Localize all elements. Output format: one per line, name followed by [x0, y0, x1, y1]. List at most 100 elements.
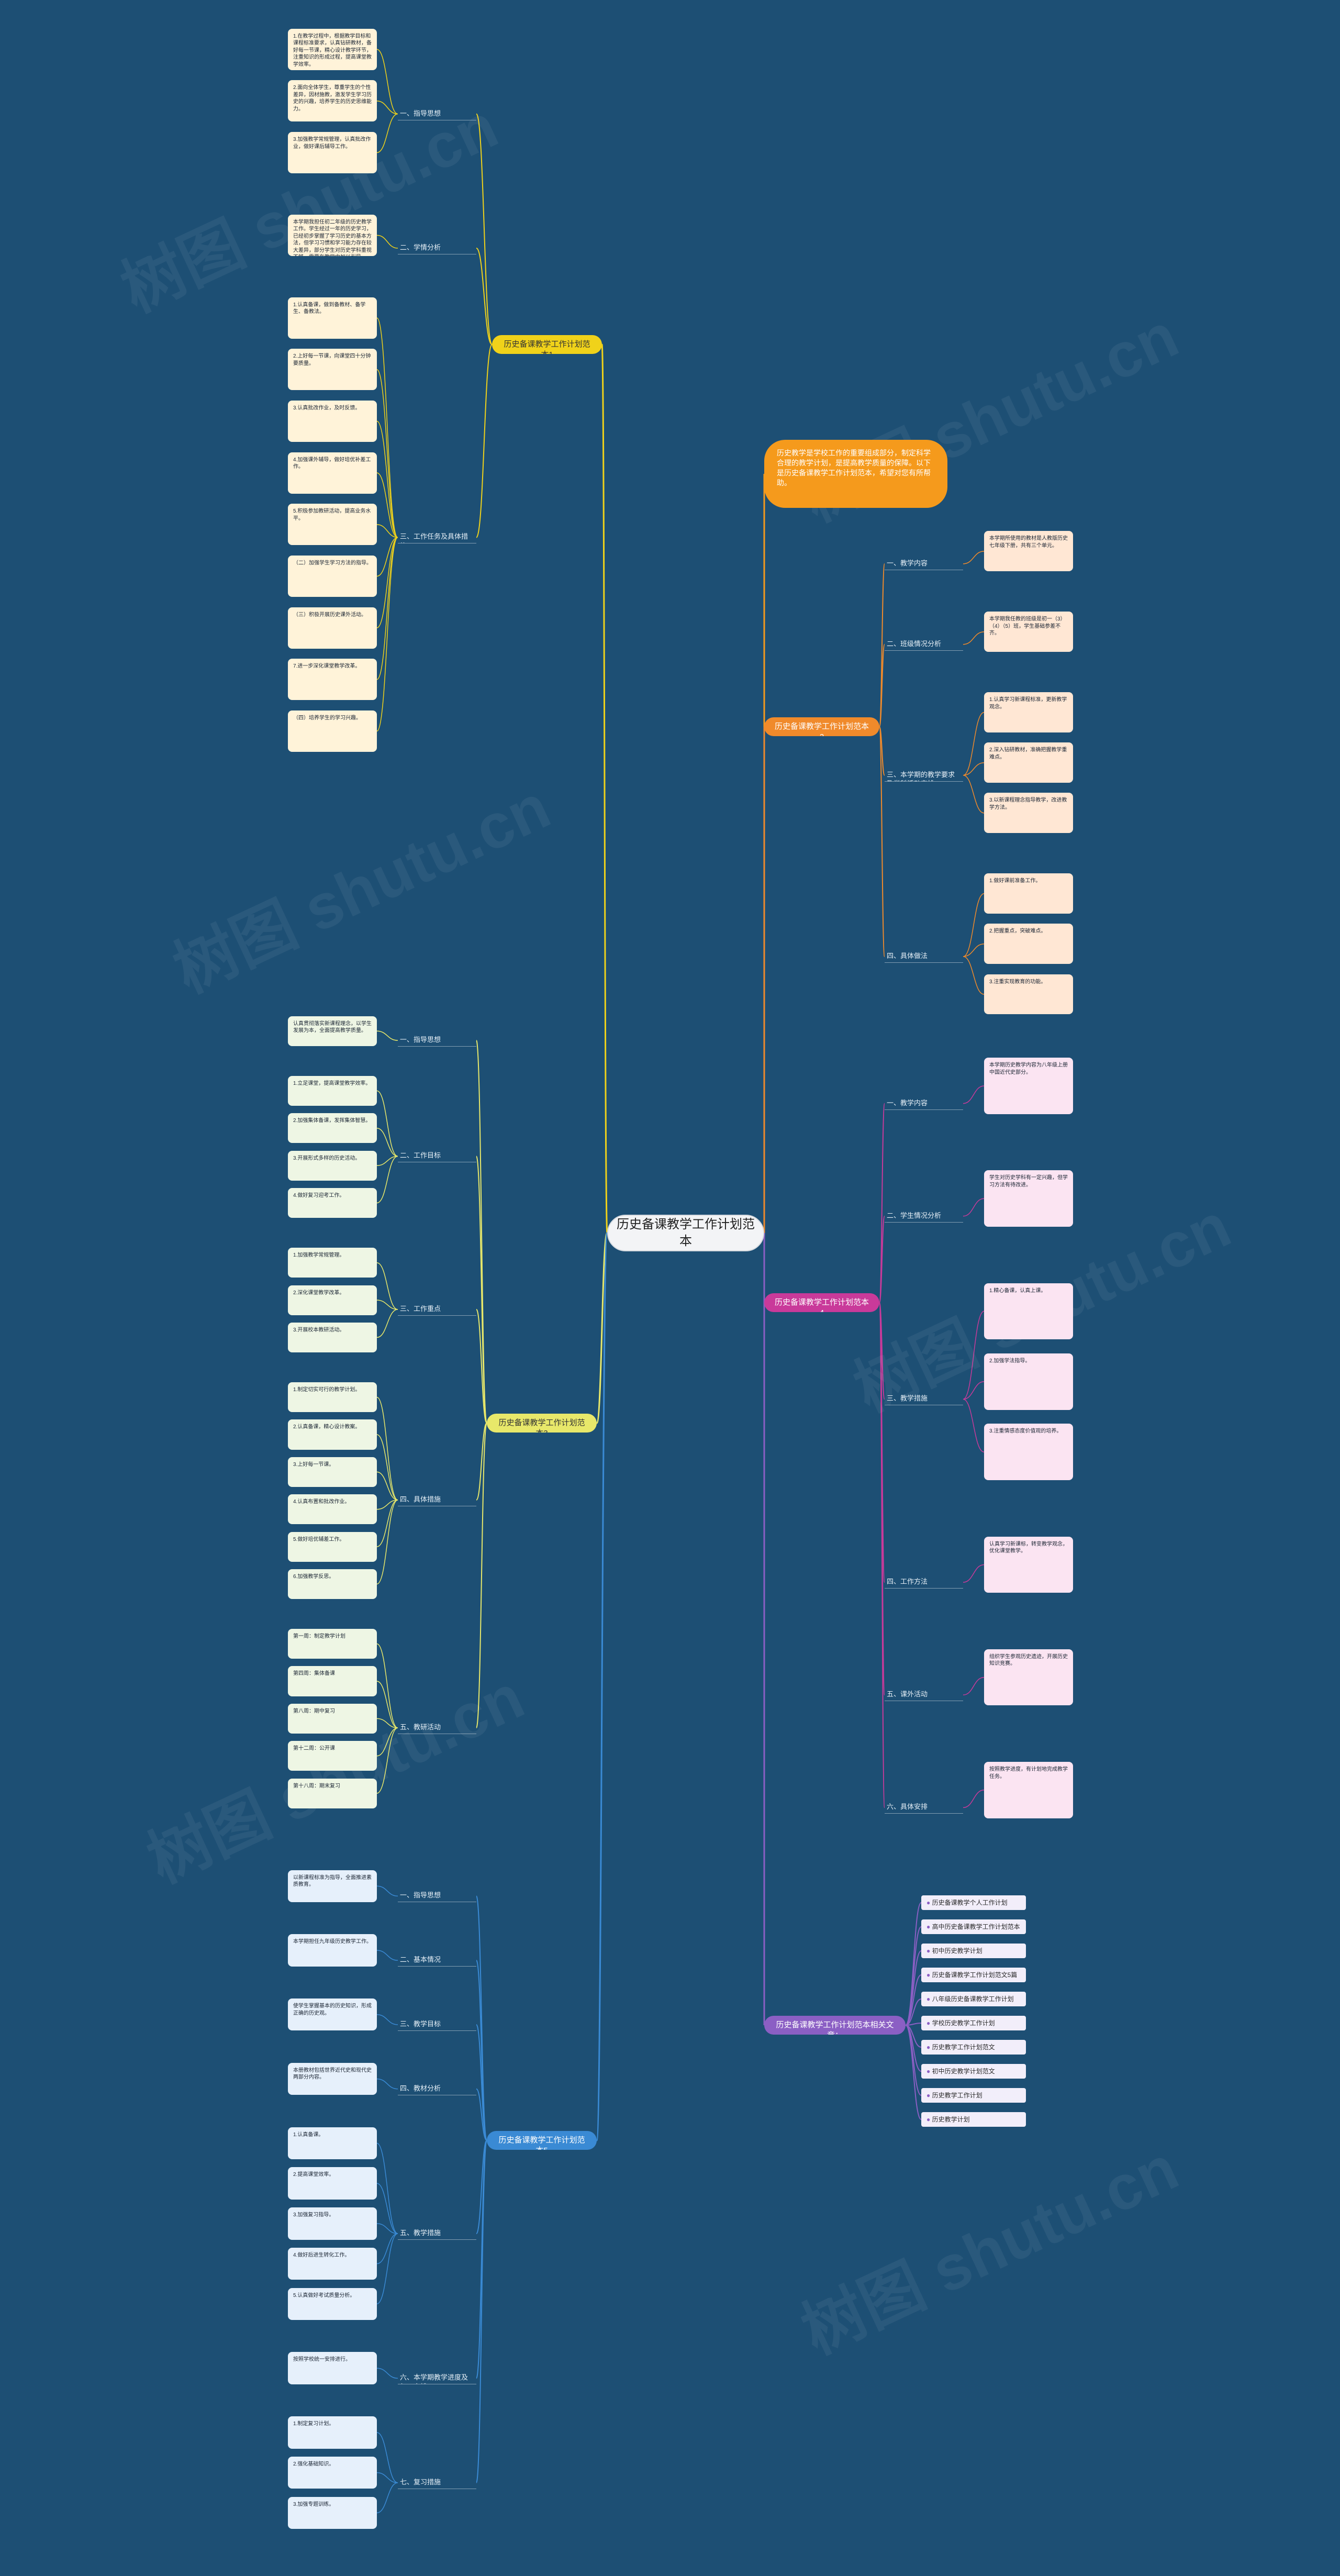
content-card[interactable]: 3.开展校本教研活动。 — [288, 1322, 377, 1352]
content-card[interactable]: 1.加强教学常规管理。 — [288, 1248, 377, 1278]
group-label[interactable]: 四、具体做法 — [885, 950, 963, 963]
content-card[interactable]: 1.认真学习新课程标准，更新教学观念。 — [984, 692, 1073, 733]
content-card[interactable]: （四）培养学生的学习兴趣。 — [288, 710, 377, 752]
content-card[interactable]: 2.强化基础知识。 — [288, 2456, 377, 2489]
content-card[interactable]: 以新课程标准为指导，全面推进素质教育。 — [288, 1870, 377, 1902]
group-label[interactable]: 二、学情分析 — [398, 242, 476, 255]
content-card[interactable]: 认真贯彻落实新课程理念，以学生发展为本，全面提高教学质量。 — [288, 1016, 377, 1046]
content-card[interactable]: 第四周：集体备课 — [288, 1666, 377, 1696]
content-card[interactable]: 2.深化课堂教学改革。 — [288, 1285, 377, 1315]
content-card[interactable]: 3.上好每一节课。 — [288, 1457, 377, 1487]
content-card[interactable]: 2.加强学法指导。 — [984, 1353, 1073, 1410]
group-label[interactable]: 三、教学措施 — [885, 1393, 963, 1406]
related-article-link[interactable]: 历史教学工作计划范文 — [921, 2040, 1026, 2055]
group-label[interactable]: 五、课外活动 — [885, 1689, 963, 1702]
content-card[interactable]: 按照教学进度，有计划地完成教学任务。 — [984, 1762, 1073, 1818]
content-card[interactable]: 第八周：期中复习 — [288, 1703, 377, 1734]
content-card[interactable]: 4.做好复习迎考工作。 — [288, 1187, 377, 1218]
content-card[interactable]: 4.加强课外辅导，做好培优补差工作。 — [288, 452, 377, 494]
content-card[interactable]: 1.精心备课，认真上课。 — [984, 1283, 1073, 1340]
content-card[interactable]: 1.立足课堂，提高课堂教学效率。 — [288, 1075, 377, 1106]
group-label[interactable]: 一、教学内容 — [885, 558, 963, 570]
content-card[interactable]: 7.进一步深化课堂教学改革。 — [288, 659, 377, 701]
content-card[interactable]: 1.认真备课，做到备教材、备学生、备教法。 — [288, 297, 377, 339]
content-card[interactable]: 本学期历史教学内容为八年级上册中国近代史部分。 — [984, 1058, 1073, 1114]
content-card[interactable]: 3.认真批改作业，及时反馈。 — [288, 401, 377, 442]
content-card[interactable]: 第十八周：期末复习 — [288, 1778, 377, 1808]
content-card[interactable]: 3.开展形式多样的历史活动。 — [288, 1150, 377, 1181]
content-card[interactable]: 3.加强专题训练。 — [288, 2496, 377, 2529]
content-card[interactable]: （三）积极开展历史课外活动。 — [288, 607, 377, 649]
related-article-link[interactable]: 历史备课教学工作计划范文5篇 — [921, 1968, 1026, 1983]
related-article-link[interactable]: 历史教学工作计划 — [921, 2088, 1026, 2103]
group-label[interactable]: 一、指导思想 — [398, 1034, 476, 1047]
group-label[interactable]: 六、具体安排 — [885, 1801, 963, 1814]
group-label[interactable]: 六、本学期教学进度及复习安排 — [398, 2372, 476, 2385]
group-label[interactable]: 五、教研活动 — [398, 1722, 476, 1735]
group-label[interactable]: 三、本学期的教学要求及学科活动安排 — [885, 769, 963, 782]
content-card[interactable]: 按照学校统一安排进行。 — [288, 2352, 377, 2384]
related-article-link[interactable]: 历史备课教学个人工作计划 — [921, 1895, 1026, 1911]
group-label[interactable]: 二、学生情况分析 — [885, 1210, 963, 1223]
content-card[interactable]: 第一周：制定教学计划 — [288, 1629, 377, 1659]
content-card[interactable]: 3.加强教学常规管理，认真批改作业，做好课后辅导工作。 — [288, 132, 377, 173]
content-card[interactable]: 2.上好每一节课，向课堂四十分钟要质量。 — [288, 349, 377, 391]
related-article-link[interactable]: 高中历史备课教学工作计划范本 — [921, 1919, 1026, 1935]
content-card[interactable]: 本学期我担任初二年级的历史教学工作。学生经过一年的历史学习，已经初步掌握了学习历… — [288, 214, 377, 256]
related-article-link[interactable]: 初中历史教学计划范文 — [921, 2064, 1026, 2079]
group-label[interactable]: 四、具体措施 — [398, 1494, 476, 1506]
group-label[interactable]: 三、工作重点 — [398, 1303, 476, 1316]
branch-topic[interactable]: 历史备课教学工作计划范本4 — [764, 1293, 879, 1312]
content-card[interactable]: 认真学习新课标，转变教学观念，优化课堂教学。 — [984, 1536, 1073, 1593]
branch-topic[interactable]: 历史备课教学工作计划范本3 — [487, 1414, 597, 1433]
content-card[interactable]: 2.把握重点，突破难点。 — [984, 924, 1073, 964]
group-label[interactable]: 四、工作方法 — [885, 1576, 963, 1589]
group-label[interactable]: 四、教材分析 — [398, 2083, 476, 2095]
content-card[interactable]: 3.以新课程理念指导教学，改进教学方法。 — [984, 793, 1073, 834]
branch-topic[interactable]: 历史备课教学工作计划范本5 — [487, 2131, 597, 2150]
content-card[interactable]: 使学生掌握基本的历史知识，形成正确的历史观。 — [288, 1998, 377, 2031]
content-card[interactable]: 4.认真布置和批改作业。 — [288, 1494, 377, 1525]
content-card[interactable]: 2.面向全体学生，尊重学生的个性差异，因材施教，激发学生学习历史的兴趣，培养学生… — [288, 80, 377, 122]
content-card[interactable]: 3.加强复习指导。 — [288, 2207, 377, 2240]
branch-topic[interactable]: 历史备课教学工作计划范本1 — [492, 335, 602, 354]
content-card[interactable]: 2.深入钻研教材，准确把握教学重难点。 — [984, 742, 1073, 783]
group-label[interactable]: 五、教学措施 — [398, 2227, 476, 2240]
content-card[interactable]: 2.认真备课，精心设计教案。 — [288, 1419, 377, 1450]
related-article-link[interactable]: 八年级历史备课教学工作计划 — [921, 1992, 1026, 2007]
content-card[interactable]: 组织学生参观历史遗迹，开展历史知识竞赛。 — [984, 1649, 1073, 1706]
content-card[interactable]: 2.提高课堂效率。 — [288, 2167, 377, 2200]
content-card[interactable]: 5.认真做好考试质量分析。 — [288, 2288, 377, 2320]
content-card[interactable]: （二）加强学生学习方法的指导。 — [288, 556, 377, 597]
group-label[interactable]: 一、指导思想 — [398, 108, 476, 120]
content-card[interactable]: 学生对历史学科有一定兴趣，但学习方法有待改进。 — [984, 1170, 1073, 1227]
content-card[interactable]: 本学期我任教的班级是初一（3）（4）（5）班，学生基础参差不齐。 — [984, 612, 1073, 652]
content-card[interactable]: 第十二周：公开课 — [288, 1741, 377, 1771]
content-card[interactable]: 1.制定切实可行的教学计划。 — [288, 1382, 377, 1413]
group-label[interactable]: 一、指导思想 — [398, 1890, 476, 1903]
branch-topic[interactable]: 历史备课教学工作计划范本相关文章： — [764, 2016, 906, 2035]
related-article-link[interactable]: 历史教学计划 — [921, 2112, 1026, 2127]
content-card[interactable]: 5.积极参加教研活动，提高业务水平。 — [288, 504, 377, 546]
content-card[interactable]: 1.认真备课。 — [288, 2127, 377, 2160]
content-card[interactable]: 本学期所使用的教材是人教版历史七年级下册，共有三个单元。 — [984, 531, 1073, 572]
group-label[interactable]: 三、工作任务及具体措施 — [398, 531, 476, 544]
group-label[interactable]: 二、基本情况 — [398, 1954, 476, 1967]
content-card[interactable]: 1.做好课前准备工作。 — [984, 873, 1073, 914]
branch-topic[interactable]: 历史备课教学工作计划范本2 — [764, 717, 879, 736]
content-card[interactable]: 1.在教学过程中，根据教学目标和课程标准要求，认真钻研教材，备好每一节课，精心设… — [288, 28, 377, 70]
group-label[interactable]: 二、班级情况分析 — [885, 638, 963, 651]
group-label[interactable]: 二、工作目标 — [398, 1150, 476, 1163]
group-label[interactable]: 三、教学目标 — [398, 2018, 476, 2031]
root-topic[interactable]: 历史备课教学工作计划范本 — [607, 1215, 764, 1251]
content-card[interactable]: 2.加强集体备课，发挥集体智慧。 — [288, 1113, 377, 1143]
content-card[interactable]: 本册教材包括世界近代史和现代史两部分内容。 — [288, 2062, 377, 2095]
group-label[interactable]: 一、教学内容 — [885, 1097, 963, 1110]
content-card[interactable]: 6.加强教学反思。 — [288, 1569, 377, 1599]
content-card[interactable]: 1.制定复习计划。 — [288, 2416, 377, 2449]
content-card[interactable]: 4.做好后进生转化工作。 — [288, 2247, 377, 2280]
content-card[interactable]: 本学期担任九年级历史教学工作。 — [288, 1934, 377, 1967]
related-article-link[interactable]: 学校历史教学工作计划 — [921, 2016, 1026, 2031]
related-article-link[interactable]: 初中历史教学计划 — [921, 1944, 1026, 1959]
content-card[interactable]: 3.注重情感态度价值观的培养。 — [984, 1424, 1073, 1481]
